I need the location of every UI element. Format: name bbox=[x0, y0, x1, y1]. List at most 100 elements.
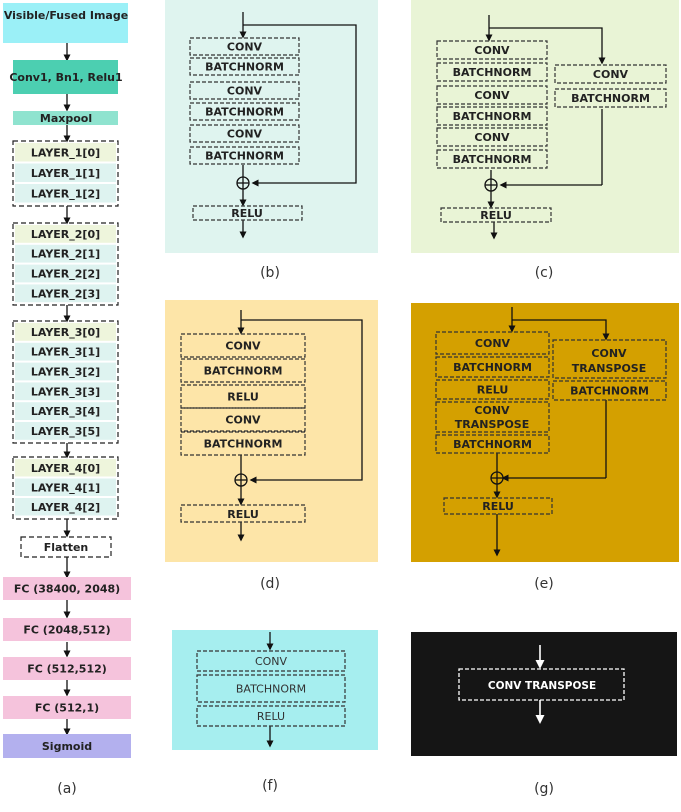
panel-d-relu-label: RELU bbox=[227, 508, 259, 521]
fc-block-3-box bbox=[3, 696, 131, 719]
caption-f: (f) bbox=[262, 778, 278, 794]
panel-e-connectors bbox=[493, 307, 610, 557]
panel-e-shortcut-0-label: CONV bbox=[591, 347, 627, 360]
layer2-block-2-box bbox=[15, 264, 116, 283]
layer3-block-2-box bbox=[15, 362, 116, 381]
input-label: Visible/Fused Image bbox=[4, 9, 128, 22]
layer1-block-0-label: LAYER_1[0] bbox=[31, 146, 100, 159]
maxpool-box bbox=[13, 111, 118, 125]
panel-c-block-2-label: CONV bbox=[474, 89, 510, 102]
fc-block-2-label: FC (512,512) bbox=[27, 663, 107, 676]
layer2-block-0-label: LAYER_2[0] bbox=[31, 228, 100, 241]
panel-c-block-4-box bbox=[436, 127, 548, 147]
sigmoid-label: Sigmoid bbox=[42, 740, 92, 753]
layer2-block-3-label: LAYER_2[3] bbox=[31, 287, 100, 300]
panel-c-relu-box bbox=[440, 207, 552, 223]
panel-c-background bbox=[411, 0, 679, 253]
panel-e: CONVBATCHNORMRELUCONVTRANSPOSEBATCHNORM … bbox=[411, 303, 679, 592]
panel-a: Visible/Fused Image Conv1, Bn1, Relu1 Ma… bbox=[3, 3, 131, 797]
panel-f-block-0-label: CONV bbox=[255, 655, 288, 668]
layer4-blocks: LAYER_4[0]LAYER_4[1]LAYER_4[2] bbox=[15, 459, 116, 516]
layer3-block-3-box bbox=[15, 382, 116, 401]
layer3-block-1-box bbox=[15, 342, 116, 361]
layer2-block-3-box bbox=[15, 284, 116, 303]
panel-b-relu-box bbox=[192, 205, 303, 221]
panel-d-block-4-label: BATCHNORM bbox=[204, 438, 283, 451]
panel-d-block-0-label: CONV bbox=[225, 340, 261, 353]
fc-block-1-box bbox=[3, 618, 131, 641]
panel-d-connectors bbox=[237, 310, 363, 542]
panel-c-shortcut-1-box bbox=[554, 88, 667, 108]
panel-e-block-3-box bbox=[435, 401, 550, 433]
layer1-block-1-box bbox=[15, 163, 116, 182]
layer4-block-1-box bbox=[15, 478, 116, 496]
layer3-block-5-box bbox=[15, 422, 116, 440]
panel-g-box bbox=[458, 668, 625, 701]
panel-e-block-5-label: BATCHNORM bbox=[453, 438, 532, 451]
panel-f-block-0-box bbox=[196, 650, 346, 672]
panel-e-shortcut-2-label: BATCHNORM bbox=[570, 385, 649, 398]
panel-c-shortcut-blocks: CONV BATCHNORM bbox=[554, 64, 667, 108]
panel-g: CONV TRANSPOSE (g) bbox=[411, 632, 677, 797]
caption-d: (d) bbox=[260, 576, 280, 592]
fc-block-0-label: FC (38400, 2048) bbox=[14, 583, 120, 596]
panel-c-block-2-box bbox=[436, 85, 548, 105]
layer3-block-2-label: LAYER_3[2] bbox=[31, 366, 100, 379]
fc-block-1-label: FC (2048,512) bbox=[23, 624, 110, 637]
caption-g: (g) bbox=[534, 781, 554, 797]
panel-e-block-1-box bbox=[435, 356, 550, 378]
layer3-block-0-label: LAYER_3[0] bbox=[31, 326, 100, 339]
layer2-block-1-box bbox=[15, 244, 116, 263]
panel-b-block-0-box bbox=[189, 37, 300, 56]
panel-b-block-1-label: BATCHNORM bbox=[205, 61, 284, 74]
panel-b-relu-label: RELU bbox=[231, 207, 263, 220]
panel-f-block-1-box bbox=[196, 674, 346, 703]
panel-e-block-0-box bbox=[435, 331, 550, 355]
panel-e-block-5-box bbox=[435, 434, 550, 454]
panel-f-block-1-label: BATCHNORM bbox=[236, 683, 306, 696]
caption-e: (e) bbox=[534, 576, 554, 592]
panel-b-block-5-label: BATCHNORM bbox=[205, 150, 284, 163]
panel-c-add-icon bbox=[484, 178, 498, 192]
panel-c-connectors bbox=[485, 15, 606, 240]
panel-b-block-1-box bbox=[189, 57, 300, 76]
layer1-block-2-label: LAYER_1[2] bbox=[31, 187, 100, 200]
panel-g-background bbox=[411, 632, 677, 756]
panel-c-shortcut-1-label: BATCHNORM bbox=[571, 92, 650, 105]
panel-d-block-2-box bbox=[180, 384, 306, 409]
layer3-block-0-box bbox=[15, 323, 116, 341]
sigmoid-box bbox=[3, 734, 131, 758]
panel-b-background bbox=[165, 0, 378, 253]
fc-blocks: FC (38400, 2048) FC (2048,512) FC (512,512… bbox=[3, 577, 131, 719]
panel-e-shortcut-2-box bbox=[552, 380, 667, 401]
panel-c-shortcut-0-box bbox=[554, 64, 667, 84]
panel-c-shortcut-0-label: CONV bbox=[593, 68, 629, 81]
input-box bbox=[3, 3, 128, 43]
panel-c-block-0-label: CONV bbox=[474, 44, 510, 57]
panel-e-block-1-label: BATCHNORM bbox=[453, 361, 532, 374]
layer3-block-1-label: LAYER_3[1] bbox=[31, 346, 100, 359]
layer1-group bbox=[12, 140, 119, 207]
caption-a: (a) bbox=[57, 781, 77, 797]
flatten-label: Flatten bbox=[44, 541, 89, 554]
panel-c-block-4-label: CONV bbox=[474, 131, 510, 144]
panel-e-shortcut-0-box bbox=[552, 339, 667, 379]
panel-d-relu-box bbox=[180, 504, 306, 523]
layer1-blocks: LAYER_1[0]LAYER_1[1]LAYER_1[2] bbox=[15, 143, 116, 203]
panel-f-block-2-box bbox=[196, 705, 346, 727]
panel-d-block-3-label: CONV bbox=[225, 414, 261, 427]
fc-block-0-box bbox=[3, 577, 131, 600]
panel-c-block-3-label: BATCHNORM bbox=[453, 110, 532, 123]
layer3-block-5-label: LAYER_3[5] bbox=[31, 425, 100, 438]
flatten-box bbox=[20, 536, 112, 558]
layer4-block-0-label: LAYER_4[0] bbox=[31, 462, 100, 475]
panel-b-block-5-box bbox=[189, 146, 300, 165]
layer1-block-0-box bbox=[15, 143, 116, 162]
panel-b-block-3-box bbox=[189, 102, 300, 121]
panel-b-block-2-label: CONV bbox=[227, 85, 263, 98]
layer4-block-1-label: LAYER_4[1] bbox=[31, 481, 100, 494]
panel-e-relu-label: RELU bbox=[482, 500, 514, 513]
